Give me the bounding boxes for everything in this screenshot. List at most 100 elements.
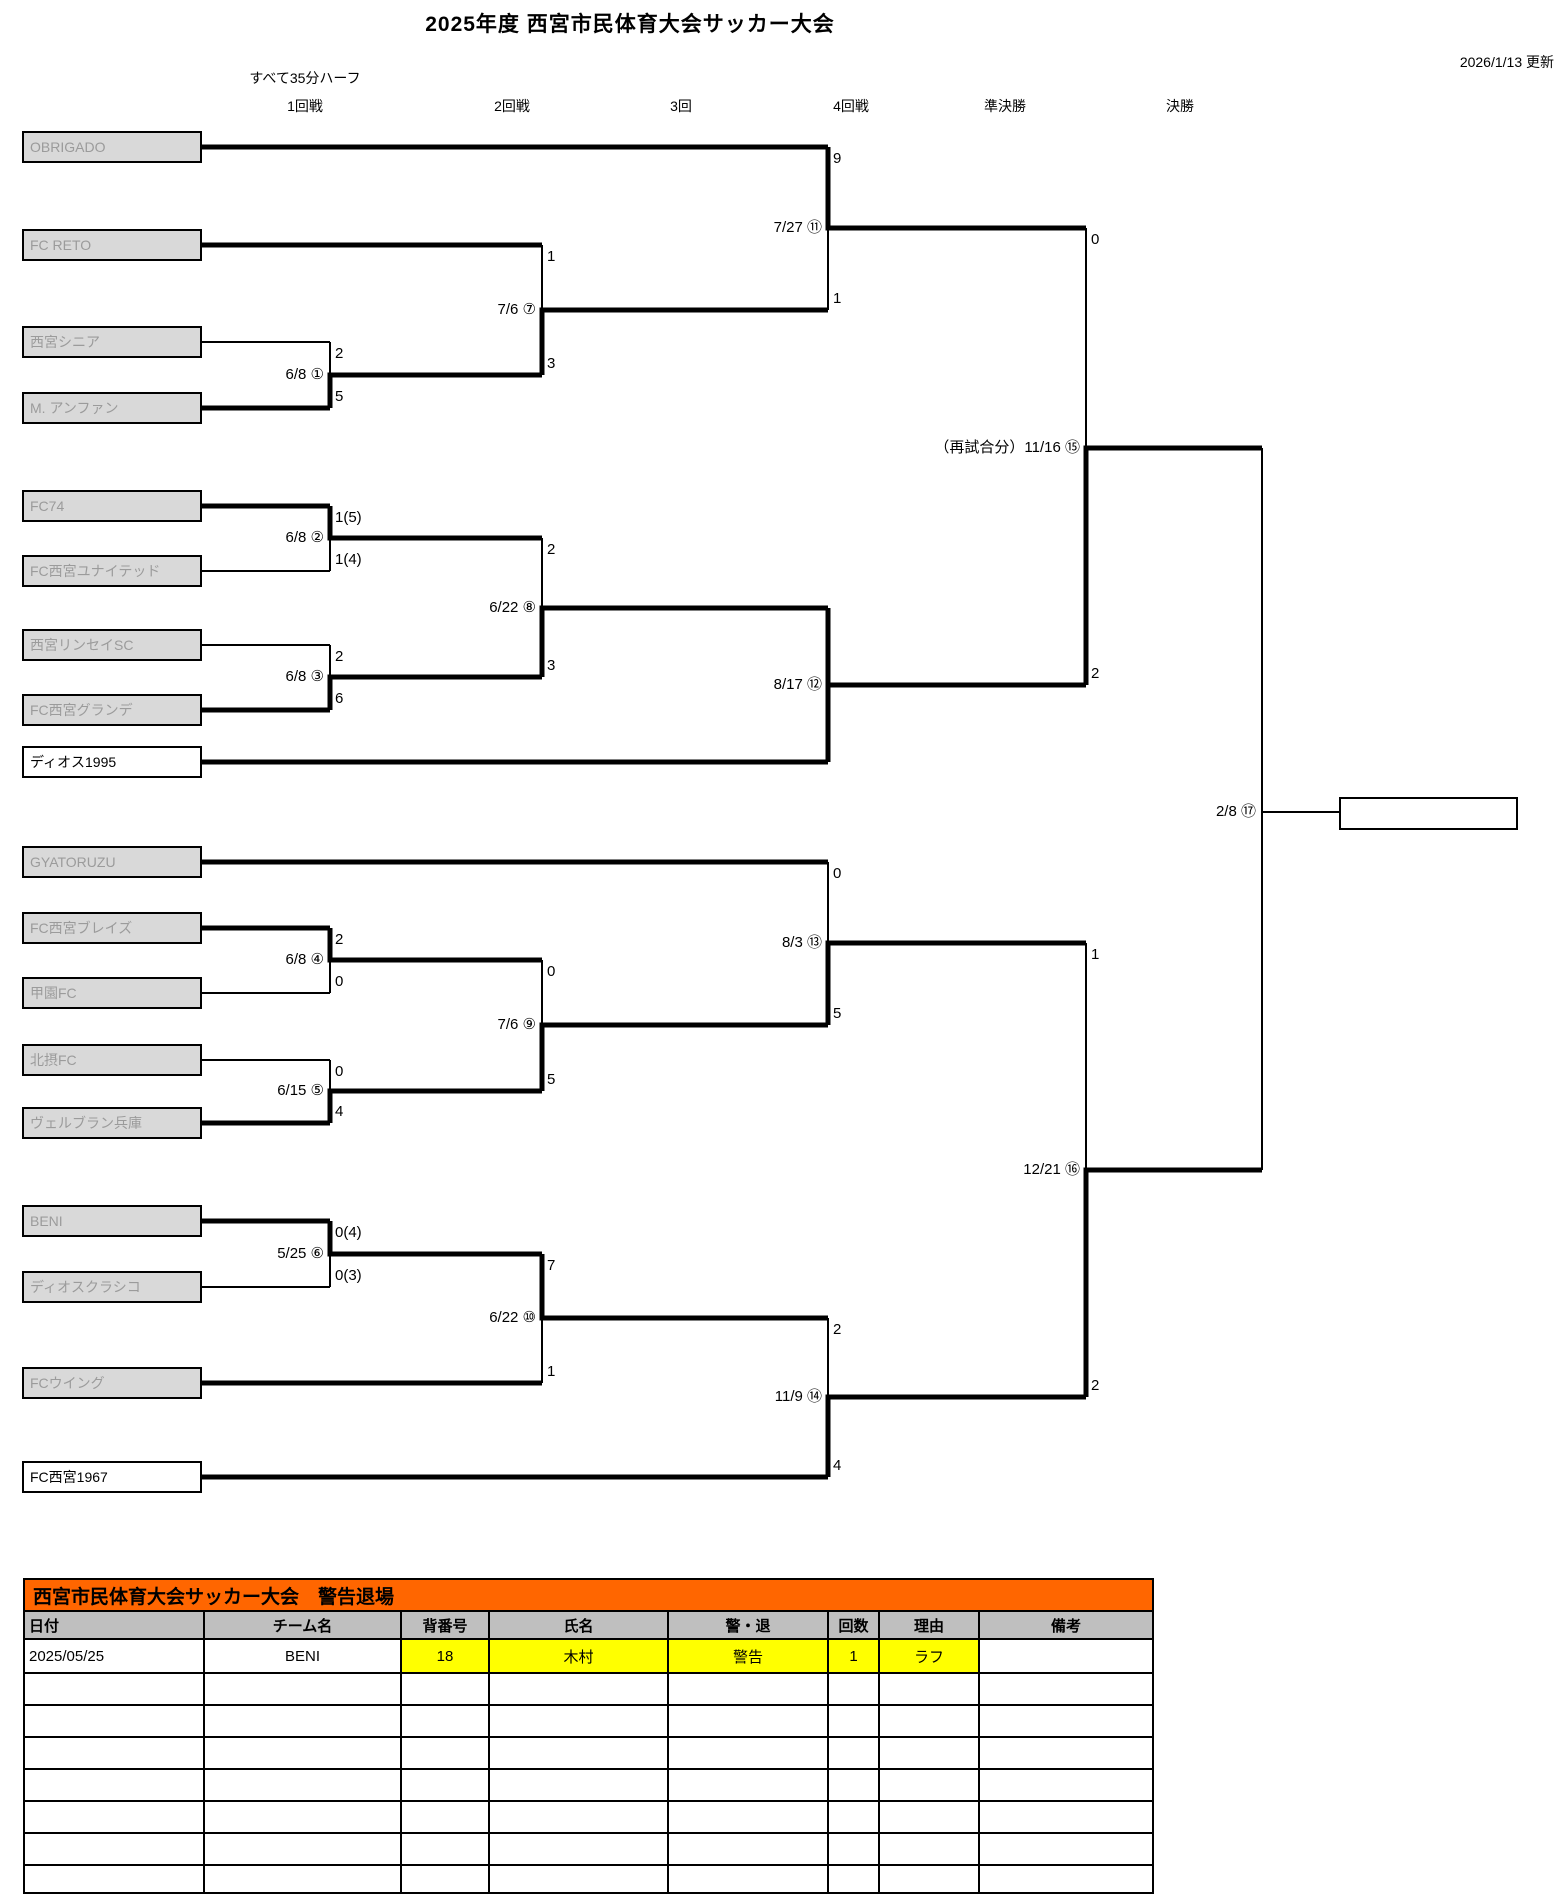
cell-team: BENI [203,1638,402,1674]
table-row: 2025/05/25 BENI 18 木村 警告 1 ラフ [23,1638,1155,1674]
match-label-4: 6/8 ④ [285,951,324,968]
team-box-fc-wing: FCウイング [22,1367,202,1399]
team-box-obrigado: OBRIGADO [22,131,202,163]
team-box-fc-nishinomiya-1967: FC西宮1967 [22,1461,202,1493]
score-m7-bottom: 3 [547,355,556,372]
table-empty-row [23,1768,1155,1802]
col-header-notes: 備考 [977,1610,1155,1640]
score-m10-bottom: 1 [547,1363,556,1380]
col-header-date: 日付 [23,1610,205,1640]
match-label-15: （再試合分）11/16 ⑮ [934,439,1080,456]
table-empty-row [23,1832,1155,1866]
col-header-number: 背番号 [400,1610,490,1640]
score-m14-bottom: 4 [833,1457,842,1474]
score-m5-bottom: 4 [335,1103,344,1120]
score-m10-top: 7 [547,1257,556,1274]
bracket-lines-thin [202,228,1339,1397]
round-header-4: 4回戦 [833,98,869,114]
score-m1-top: 2 [335,345,344,362]
team-box-beni: BENI [22,1205,202,1237]
score-m11-top: 9 [833,150,842,167]
score-m16-top: 1 [1091,946,1100,963]
col-header-count: 回数 [827,1610,880,1640]
team-box-fc-reto: FC RETO [22,229,202,261]
cell-count: 1 [827,1638,880,1674]
team-box-fc-nishinomiya-blaze: FC西宮ブレイズ [22,912,202,944]
match-label-9: 7/6 ⑨ [497,1016,536,1033]
match-label-7: 7/6 ⑦ [497,301,536,318]
score-m4-top: 2 [335,931,344,948]
warning-ejection-table: 西宮市民体育大会サッカー大会 警告退場 日付 チーム名 背番号 氏名 警・退 回… [22,1578,1155,1894]
round-header-1: 1回戦 [287,98,323,114]
round-header-3: 3回 [670,98,692,114]
round-header-2: 2回戦 [494,98,530,114]
match-label-8: 6/22 ⑧ [489,599,536,616]
col-header-name: 氏名 [488,1610,669,1640]
team-box-dios-1995: ディオス1995 [22,746,202,778]
col-header-reason: 理由 [878,1610,980,1640]
table-empty-row [23,1704,1155,1738]
score-m4-bottom: 0 [335,973,344,990]
match-label-13: 8/3 ⑬ [781,934,822,951]
score-m6-top: 0(4) [335,1224,362,1241]
updated-date: 2026/1/13 更新 [1459,54,1554,70]
score-m15-top: 0 [1091,231,1100,248]
score-m9-bottom: 5 [547,1071,556,1088]
score-m3-top: 2 [335,648,344,665]
table-empty-row [23,1672,1155,1706]
match-label-1: 6/8 ① [285,366,324,383]
score-m5-top: 0 [335,1063,344,1080]
team-box-fc-nishinomiya-grande: FC西宮グランデ [22,694,202,726]
team-box-nishinomiya-senior: 西宮シニア [22,326,202,358]
bracket-lines-bold [202,144,1262,1480]
team-box-verblanc-hyogo: ヴェルブラン兵庫 [22,1107,202,1139]
score-m2-bottom: 1(4) [335,551,362,568]
match-label-14: 11/9 ⑭ [774,1388,822,1405]
cell-notes [977,1638,1155,1674]
cell-reason: ラフ [878,1638,980,1674]
team-box-hokusetsu-fc: 北摂FC [22,1044,202,1076]
cell-number: 18 [400,1638,490,1674]
score-m16-bottom: 2 [1091,1377,1100,1394]
col-header-team: チーム名 [203,1610,402,1640]
table-empty-row [23,1800,1155,1834]
match-label-3: 6/8 ③ [285,668,324,685]
team-box-fc74: FC74 [22,490,202,522]
table-empty-row [23,1864,1155,1894]
match-label-16: 12/21 ⑯ [1023,1161,1080,1178]
score-m8-bottom: 3 [547,657,556,674]
col-header-type: 警・退 [667,1610,829,1640]
table-title: 西宮市民体育大会サッカー大会 警告退場 [22,1578,1155,1612]
score-m11-bottom: 1 [833,290,842,307]
team-box-fc-nishinomiya-united: FC西宮ユナイテッド [22,555,202,587]
score-m8-top: 2 [547,541,556,558]
score-m13-top: 0 [833,865,842,882]
round-header-final: 決勝 [1166,98,1194,114]
table-empty-row [23,1736,1155,1770]
cell-date: 2025/05/25 [23,1638,205,1674]
team-box-dios-classico: ディオスクラシコ [22,1271,202,1303]
match-label-6: 5/25 ⑥ [277,1245,324,1262]
cell-name: 木村 [488,1638,669,1674]
champion-box [1339,797,1518,830]
match-label-5: 6/15 ⑤ [277,1082,324,1099]
match-label-17: 2/8 ⑰ [1215,803,1256,820]
team-box-m-enfant: M. アンファン [22,392,202,424]
score-m3-bottom: 6 [335,690,344,707]
team-box-gyatoruzu: GYATORUZU [22,846,202,878]
score-m2-top: 1(5) [335,509,362,526]
score-m15-bottom: 2 [1091,665,1100,682]
score-m14-top: 2 [833,1321,842,1338]
score-m13-bottom: 5 [833,1005,842,1022]
match-duration-note: すべて35分ハーフ [249,70,361,86]
match-label-2: 6/8 ② [285,529,324,546]
score-m1-bottom: 5 [335,388,344,405]
score-m9-top: 0 [547,963,556,980]
match-label-11: 7/27 ⑪ [773,219,822,236]
page-title: 2025年度 西宮市民体育大会サッカー大会 [425,13,835,36]
team-box-nishinomiya-rinsei-sc: 西宮リンセイSC [22,629,202,661]
match-label-12: 8/17 ⑫ [773,676,822,693]
score-m6-bottom: 0(3) [335,1267,362,1284]
team-box-koen-fc: 甲園FC [22,977,202,1009]
